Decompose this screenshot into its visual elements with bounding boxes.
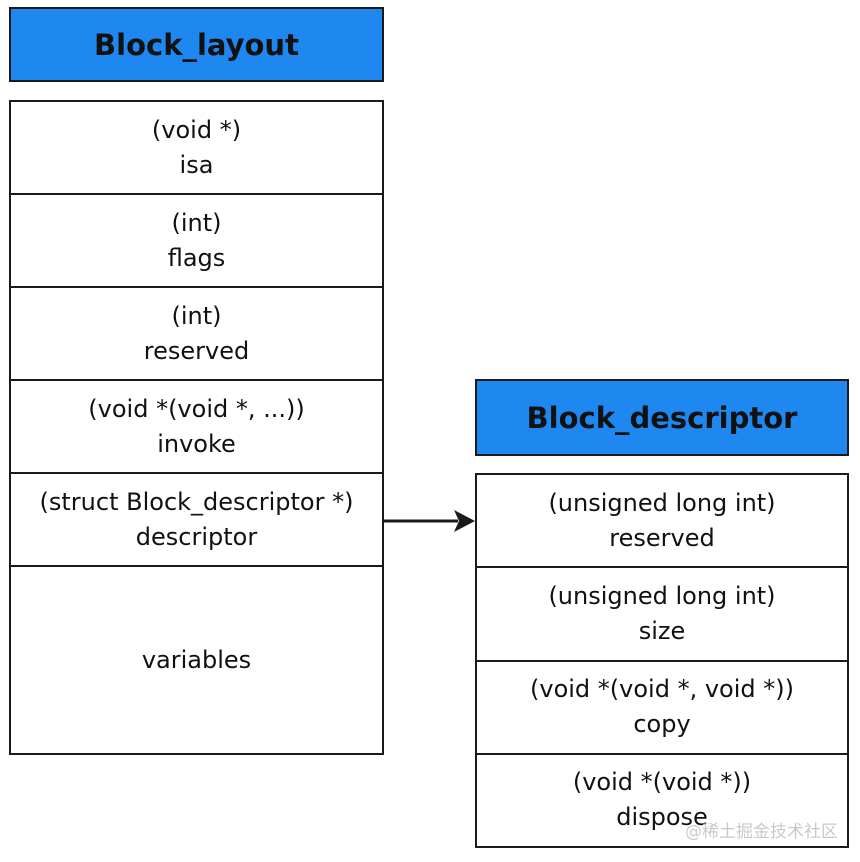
field-name: invoke: [157, 429, 236, 458]
field-name: size: [638, 616, 686, 645]
field-name: reserved: [143, 336, 250, 365]
field-reserved: (int) reserved: [11, 288, 382, 381]
field-isa: (void *) isa: [11, 102, 382, 195]
field-type: (void *(void *, void *)): [530, 675, 794, 704]
field-invoke: (void *(void *, ...)) invoke: [11, 381, 382, 474]
field-name: flags: [167, 243, 226, 272]
field-copy: (void *(void *, void *)) copy: [477, 662, 847, 755]
field-type: (int): [171, 301, 222, 330]
block-descriptor-header: Block_descriptor: [475, 379, 849, 456]
block-descriptor-struct: (unsigned long int) reserved (unsigned l…: [475, 473, 849, 848]
block-layout-header: Block_layout: [9, 7, 384, 82]
block-layout-struct: (void *) isa (int) flags (int) reserved …: [9, 100, 384, 755]
field-type: (int): [171, 208, 222, 237]
field-name: descriptor: [135, 522, 258, 551]
block-descriptor-title: Block_descriptor: [526, 400, 798, 435]
field-dispose: (void *(void *)) dispose: [477, 755, 847, 846]
field-size: (unsigned long int) size: [477, 568, 847, 662]
field-variables: variables: [11, 567, 382, 753]
field-descriptor: (struct Block_descriptor *) descriptor: [11, 474, 382, 567]
block-layout-title: Block_layout: [94, 27, 299, 62]
field-type: (unsigned long int): [548, 488, 776, 517]
arrow-head: [454, 510, 475, 532]
field-type: (void *(void *, ...)): [88, 394, 305, 423]
field-type: (unsigned long int): [548, 581, 776, 610]
field-name: copy: [633, 710, 691, 739]
watermark: @稀土掘金技术社区: [685, 822, 838, 842]
field-type: (void *(void *)): [572, 768, 752, 797]
field-reserved: (unsigned long int) reserved: [477, 475, 847, 569]
field-name: variables: [141, 645, 252, 674]
field-name: dispose: [616, 803, 708, 832]
field-name: isa: [179, 150, 214, 179]
field-type: (void *): [151, 115, 242, 144]
field-type: (struct Block_descriptor *): [39, 487, 354, 516]
field-flags: (int) flags: [11, 195, 382, 288]
field-name: reserved: [609, 523, 715, 552]
